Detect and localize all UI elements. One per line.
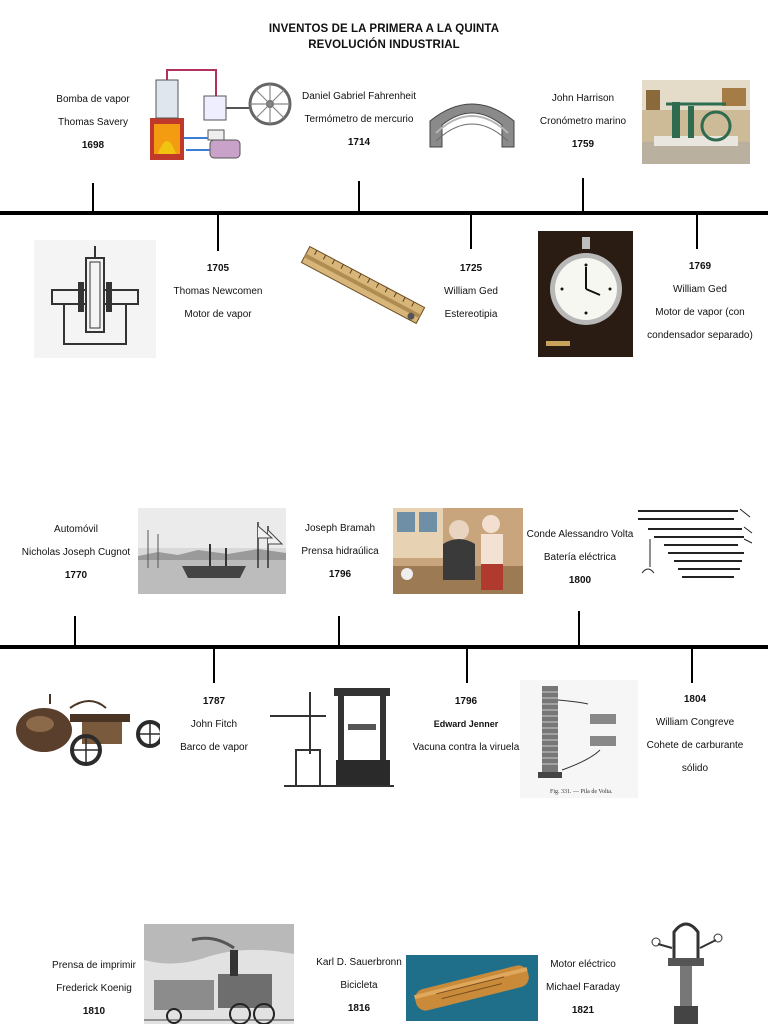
timeline-2 [0, 645, 768, 649]
event-year: 1816 [347, 1003, 371, 1014]
tick-1796-jenner [466, 647, 468, 683]
event-1769: 1769 William Ged Motor de vapor (con con… [638, 255, 762, 347]
title-line-2: REVOLUCIÓN INDUSTRIAL [308, 39, 460, 51]
tick-1769 [696, 213, 698, 249]
event-inventor: John Fitch [190, 719, 238, 730]
locomotive-engraving-image [144, 924, 294, 1024]
tick-1759 [582, 178, 584, 213]
event-invention: Cronómetro marino [539, 116, 627, 127]
event-1810: Prensa de imprimir Frederick Koenig 1810 [38, 954, 150, 1023]
event-invention: Prensa hidraúlica [301, 546, 379, 557]
event-invention: Prensa de imprimir [52, 960, 136, 971]
newcomen-diagram-image [34, 240, 156, 358]
harbor-engraving-image [138, 508, 286, 594]
event-inventor: Daniel Gabriel Fahrenheit [302, 91, 416, 102]
event-inventor: William Congreve [655, 717, 735, 728]
pocket-watch-image [538, 231, 633, 357]
event-1770: Automóvil Nicholas Joseph Cugnot 1770 [16, 518, 136, 587]
title-line-1: INVENTOS DE LA PRIMERA A LA QUINTA [268, 23, 500, 35]
tick-1698 [92, 183, 94, 213]
event-inventor: William Ged [673, 284, 727, 295]
event-year: 1821 [571, 1005, 595, 1016]
event-year: 1796 [328, 569, 352, 580]
event-1796-bramah: Joseph Bramah Prensa hidraúlica 1796 [290, 517, 390, 586]
event-year: 1810 [82, 1006, 106, 1017]
event-year: 1796 [454, 696, 478, 707]
tick-1705 [217, 213, 219, 251]
event-1698: Bomba de vapor Thomas Savery 1698 [38, 88, 148, 157]
vaccination-painting-image [393, 508, 523, 594]
event-1796-jenner: 1796 Edward Jenner Vacuna contra la viru… [410, 690, 522, 759]
figure-caption: Fig. 331. — Pila de Volta. [550, 789, 613, 795]
event-inventor: Frederick Koenig [56, 983, 132, 994]
event-inventor: Nicholas Joseph Cugnot [21, 547, 131, 558]
event-1705: 1705 Thomas Newcomen Motor de vapor [163, 257, 273, 326]
cugnot-car-image [10, 688, 160, 770]
event-invention: Vacuna contra la viruela [412, 742, 520, 753]
event-year: 1770 [64, 570, 88, 581]
event-1821: Motor eléctrico Michael Faraday 1821 [532, 953, 634, 1022]
timeline-1 [0, 211, 768, 215]
event-invention: Motor de vapor [184, 309, 252, 320]
event-invention: Estereotipia [444, 309, 498, 320]
event-inventor: Conde Alessandro Volta [526, 529, 634, 540]
tick-1787 [213, 647, 215, 683]
event-1787: 1787 John Fitch Barco de vapor [164, 690, 264, 759]
event-invention: Motor de vapor (con [655, 307, 745, 318]
faraday-motor-image [644, 918, 728, 1024]
event-year: 1800 [568, 575, 592, 586]
tick-1800 [578, 611, 580, 647]
hydraulic-press-image [266, 684, 400, 792]
tick-1804 [691, 647, 693, 683]
event-year: 1725 [459, 263, 483, 274]
harrison-machine-image [642, 80, 750, 164]
steam-pump-image [146, 68, 294, 164]
event-invention: Motor eléctrico [550, 959, 616, 970]
event-1800: Conde Alessandro Volta Batería eléctrica… [524, 523, 636, 592]
tick-1796-bramah [338, 616, 340, 647]
event-invention: Batería eléctrica [543, 552, 617, 563]
event-1725: 1725 William Ged Estereotipia [416, 257, 526, 326]
event-year: 1698 [81, 140, 105, 151]
event-year: 1714 [347, 137, 371, 148]
voltaic-pile-image: Fig. 331. — Pila de Volta. [520, 680, 638, 798]
thermometer-image [422, 93, 522, 149]
event-inventor: John Harrison [551, 93, 615, 104]
event-invention: Barco de vapor [180, 742, 248, 753]
event-invention: Cohete de carburante [646, 740, 744, 751]
event-invention: Bomba de vapor [56, 94, 130, 105]
event-inventor: Thomas Newcomen [173, 286, 263, 297]
event-1714: Daniel Gabriel Fahrenheit Termómetro de … [294, 85, 424, 154]
event-inventor: Thomas Savery [57, 117, 129, 128]
event-year: 1804 [683, 694, 707, 705]
event-1816: Karl D. Sauerbronn Bicicleta 1816 [304, 951, 414, 1020]
event-inventor: Joseph Bramah [304, 523, 376, 534]
event-invention: Bicicleta [340, 980, 378, 991]
event-1759: John Harrison Cronómetro marino 1759 [528, 87, 638, 156]
event-year: 1759 [571, 139, 595, 150]
page-title: INVENTOS DE LA PRIMERA A LA QUINTA REVOL… [0, 21, 768, 53]
event-year: 1769 [688, 261, 712, 272]
event-inventor: Karl D. Sauerbronn [316, 957, 402, 968]
event-invention-cont: condensador separado) [647, 330, 753, 341]
event-year: 1787 [202, 696, 226, 707]
event-invention: Termómetro de mercurio [304, 114, 414, 125]
event-invention: Automóvil [54, 524, 98, 535]
volta-pencils-image [634, 503, 754, 593]
event-inventor: William Ged [444, 286, 498, 297]
tick-1725 [470, 213, 472, 249]
event-inventor: Edward Jenner [433, 719, 499, 729]
event-year: 1705 [206, 263, 230, 274]
stereotype-ruler-image [296, 240, 430, 330]
event-invention-cont: sólido [681, 763, 709, 774]
tick-1770 [74, 616, 76, 647]
event-inventor: Michael Faraday [546, 982, 620, 993]
tick-1714 [358, 181, 360, 213]
wooden-cylinder-image [406, 955, 538, 1021]
event-1804: 1804 William Congreve Cohete de carburan… [640, 688, 750, 780]
